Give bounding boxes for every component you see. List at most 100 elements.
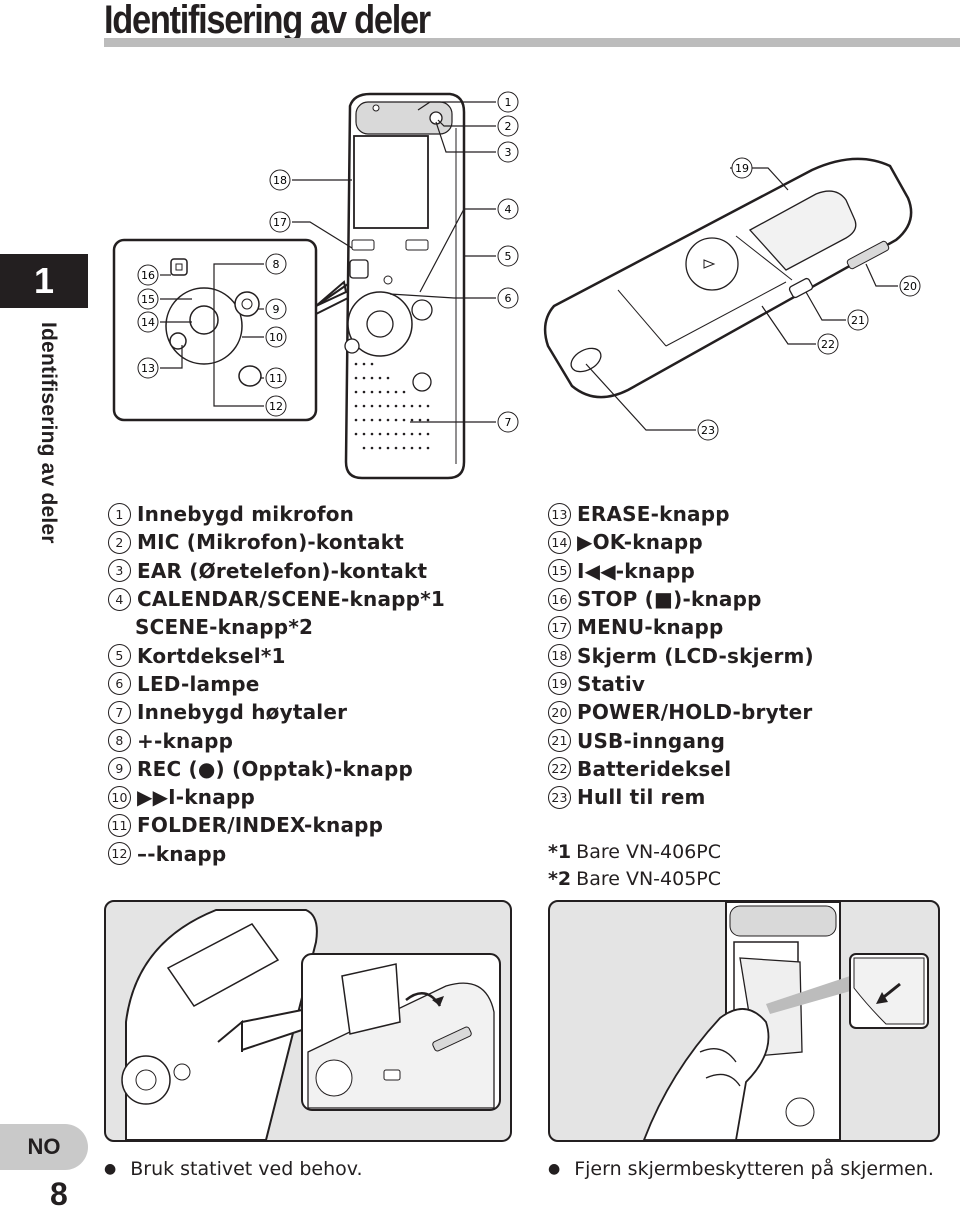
language-badge: NO <box>0 1124 88 1170</box>
screen-protector-illustration <box>548 900 940 1142</box>
part-number: 21 <box>548 729 571 753</box>
part-label: Hull til rem <box>577 785 706 810</box>
chapter-tab: 1 <box>0 254 88 308</box>
part-item: 8+-knapp <box>108 726 445 754</box>
callout-9: 9 <box>273 303 280 316</box>
callout-23: 23 <box>701 424 715 437</box>
part-label: POWER/HOLD-bryter <box>577 700 813 725</box>
callout-14: 14 <box>141 316 155 329</box>
front-callouts: 1 2 3 4 5 6 7 18 17 <box>269 91 519 433</box>
title-rule <box>104 38 960 47</box>
part-number: 7 <box>108 700 131 724</box>
part-label: Skjerm (LCD-skjerm) <box>577 643 814 668</box>
callout-18: 18 <box>273 174 287 187</box>
part-label: I◀◀-knapp <box>577 558 695 583</box>
part-number: 13 <box>548 502 571 526</box>
part-label: Kortdeksel*1 <box>137 643 286 668</box>
usb-port <box>788 277 814 299</box>
caption-left: ●Bruk stativet ved behov. <box>104 1158 363 1180</box>
part-item: 14▶OK-knapp <box>548 528 814 556</box>
callout-8: 8 <box>273 258 280 271</box>
callout-3: 3 <box>505 146 512 159</box>
speaker-grille <box>354 362 430 450</box>
microphone-grille <box>355 101 453 135</box>
part-item: 10▶▶I-knapp <box>108 783 445 811</box>
inset-callouts: 16 15 14 13 8 9 10 11 12 <box>137 253 287 417</box>
front-view-diagram: 16 15 14 13 8 9 10 11 12 <box>112 91 519 480</box>
callout-6: 6 <box>505 292 512 305</box>
part-label: Innebygd mikrofon <box>137 502 355 527</box>
page-number: 8 <box>50 1176 68 1212</box>
stand <box>748 190 857 271</box>
part-label: STOP (■)-knapp <box>577 587 762 612</box>
part-number: 14 <box>548 530 571 554</box>
callout-22: 22 <box>821 338 835 351</box>
callout-15: 15 <box>141 293 155 306</box>
part-number: 11 <box>108 813 131 837</box>
callout-16: 16 <box>141 269 155 282</box>
part-label: ERASE-knapp <box>577 502 730 527</box>
callout-13: 13 <box>141 362 155 375</box>
part-label: FOLDER/INDEX-knapp <box>137 813 384 838</box>
part-number: 5 <box>108 644 131 668</box>
part-label: Innebygd høytaler <box>137 700 348 725</box>
part-label: REC (●) (Opptak)-knapp <box>137 756 414 781</box>
part-number: 16 <box>548 587 571 611</box>
part-number: 8 <box>108 729 131 753</box>
part-number: 22 <box>548 757 571 781</box>
part-item: SCENE-knapp*2 <box>108 613 445 641</box>
caption-right: ●Fjern skjermbeskytteren på skjermen. <box>548 1158 934 1180</box>
part-label: ▶▶I-knapp <box>137 785 255 810</box>
callout-5: 5 <box>505 250 512 263</box>
part-label: MIC (Mikrofon)-kontakt <box>137 530 404 555</box>
chapter-title-vertical: Identifisering av deler <box>37 322 60 544</box>
part-label: Batterideksel <box>577 756 732 781</box>
callout-21: 21 <box>851 314 865 327</box>
callout-11: 11 <box>269 372 283 385</box>
part-number: 23 <box>548 785 571 809</box>
part-label: Stativ <box>577 671 646 696</box>
back-callouts: 19 20 21 22 23 <box>697 157 921 441</box>
part-number: 6 <box>108 672 131 696</box>
callout-7: 7 <box>505 416 512 429</box>
part-label: LED-lampe <box>137 671 260 696</box>
part-number: 4 <box>108 587 131 611</box>
callout-19: 19 <box>735 162 749 175</box>
part-number: 20 <box>548 700 571 724</box>
lcd-screen <box>353 135 429 229</box>
part-number: 18 <box>548 644 571 668</box>
callout-12: 12 <box>269 400 283 413</box>
part-item: 12–-knapp <box>108 840 445 868</box>
callout-4: 4 <box>505 203 512 216</box>
part-number: 15 <box>548 559 571 583</box>
callout-1: 1 <box>505 96 512 109</box>
part-number: 2 <box>108 530 131 554</box>
part-number: 12 <box>108 842 131 866</box>
part-label: USB-inngang <box>577 728 726 753</box>
part-label: ▶OK-knapp <box>577 530 703 555</box>
callout-2: 2 <box>505 120 512 133</box>
